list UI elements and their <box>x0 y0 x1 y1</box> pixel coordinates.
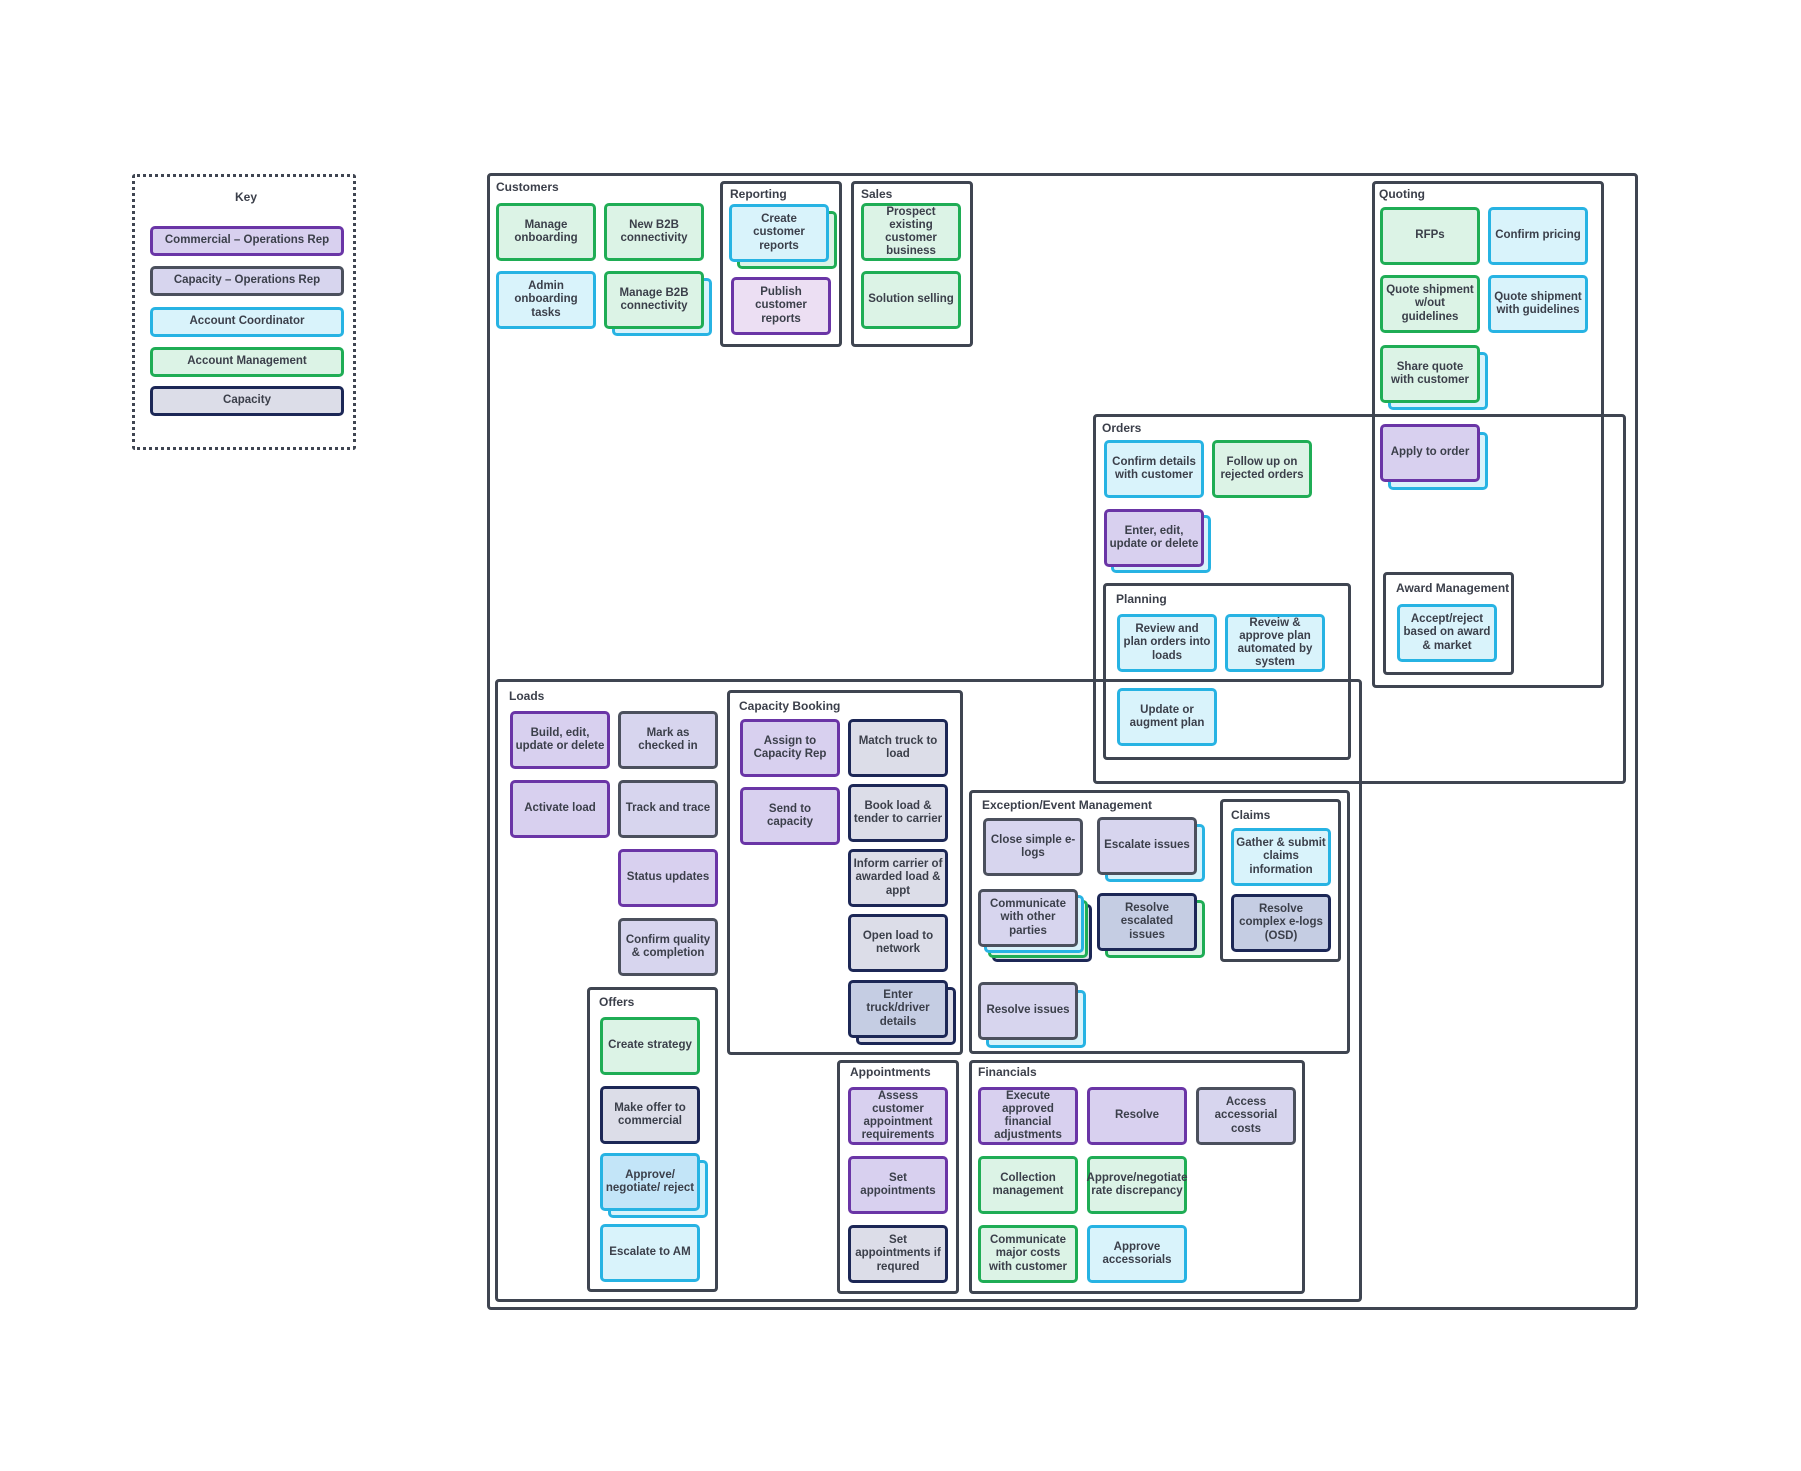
group-sales <box>851 181 973 347</box>
card-execute-financial[interactable]: Execute approved financial adjustments <box>978 1087 1078 1145</box>
card-assess-appt[interactable]: Assess customer appointment requirements <box>848 1087 948 1145</box>
card-access-costs[interactable]: Access accessorial costs <box>1196 1087 1296 1145</box>
group-offers <box>587 987 718 1292</box>
card-enter-edit[interactable]: Enter, edit, update or delete <box>1104 509 1204 567</box>
group-label-reporting: Reporting <box>730 187 787 201</box>
group-label-award: Award Management <box>1396 581 1510 595</box>
key-commercial-ops-rep: Commercial – Operations Rep <box>150 226 344 256</box>
card-communicate-parties[interactable]: Communicate with other parties <box>978 889 1078 947</box>
group-capacity-booking <box>727 690 963 1055</box>
card-update-plan[interactable]: Update or augment plan <box>1117 688 1217 746</box>
group-loads <box>495 679 1362 1302</box>
group-financials <box>969 1060 1305 1294</box>
card-confirm-quality[interactable]: Confirm quality & completion <box>618 918 718 976</box>
card-status-updates[interactable]: Status updates <box>618 849 718 907</box>
card-manage-b2b[interactable]: Manage B2B connectivity <box>604 271 704 329</box>
card-review-plan[interactable]: Review and plan orders into loads <box>1117 614 1217 672</box>
card-publish-reports[interactable]: Publish customer reports <box>731 277 831 335</box>
key-account-management: Account Management <box>150 347 344 377</box>
card-manage-onboarding[interactable]: Manage onboarding <box>496 203 596 261</box>
card-enter-truck[interactable]: Enter truck/driver details <box>848 980 948 1038</box>
card-gather-claims[interactable]: Gather & submit claims information <box>1231 828 1331 886</box>
group-label-orders: Orders <box>1102 421 1142 435</box>
card-accept-reject[interactable]: Accept/reject based on award & market <box>1397 604 1497 662</box>
card-resolve-escalated[interactable]: Resolve escalated issues <box>1097 893 1197 951</box>
card-solution-selling[interactable]: Solution selling <box>861 271 961 329</box>
group-quoting <box>1372 181 1604 688</box>
card-collection[interactable]: Collection management <box>978 1156 1078 1214</box>
group-label-appointments: Appointments <box>850 1065 931 1079</box>
card-resolve-issues[interactable]: Resolve issues <box>978 982 1078 1040</box>
card-approve-negotiate[interactable]: Approve/ negotiate/ reject <box>600 1153 700 1211</box>
group-label-planning: Planning <box>1116 592 1167 606</box>
card-track-trace[interactable]: Track and trace <box>618 780 718 838</box>
card-open-load[interactable]: Open load to network <box>848 914 948 972</box>
card-inform-carrier[interactable]: Inform carrier of awarded load & appt <box>848 849 948 907</box>
key-box <box>132 174 356 450</box>
card-reveiw-approve[interactable]: Reveiw & approve plan automated by syste… <box>1225 614 1325 672</box>
card-escalate-am[interactable]: Escalate to AM <box>600 1224 700 1282</box>
card-prospect[interactable]: Prospect existing customer business <box>861 203 961 261</box>
group-award-management <box>1383 572 1514 675</box>
card-make-offer[interactable]: Make offer to commercial <box>600 1086 700 1144</box>
key-title: Key <box>235 190 258 204</box>
group-label-financials: Financials <box>978 1065 1037 1079</box>
group-label-loads: Loads <box>509 689 545 703</box>
group-label-claims: Claims <box>1231 808 1271 822</box>
card-create-reports[interactable]: Create customer reports <box>729 204 829 262</box>
card-escalate-issues[interactable]: Escalate issues <box>1097 817 1197 875</box>
card-confirm-pricing[interactable]: Confirm pricing <box>1488 207 1588 265</box>
card-activate-load[interactable]: Activate load <box>510 780 610 838</box>
card-approve-accessorials[interactable]: Approve accessorials <box>1087 1225 1187 1283</box>
card-close-simple[interactable]: Close simple e-logs <box>983 818 1083 876</box>
group-customers-outer <box>487 173 1638 1310</box>
group-planning <box>1103 583 1351 760</box>
key-capacity: Capacity <box>150 386 344 416</box>
group-appointments <box>837 1060 959 1294</box>
card-send-capacity[interactable]: Send to capacity <box>740 787 840 845</box>
card-create-strategy[interactable]: Create strategy <box>600 1017 700 1075</box>
group-label-capacity-booking: Capacity Booking <box>739 699 841 713</box>
card-new-b2b[interactable]: New B2B connectivity <box>604 203 704 261</box>
card-book-load[interactable]: Book load & tender to carrier <box>848 784 948 842</box>
key-account-coordinator: Account Coordinator <box>150 307 344 337</box>
group-reporting <box>720 181 842 347</box>
card-match-truck[interactable]: Match truck to load <box>848 719 948 777</box>
card-quote-with-guidelines[interactable]: Quote shipment with guidelines <box>1488 275 1588 333</box>
group-label-exception: Exception/Event Management <box>982 798 1153 812</box>
group-label-offers: Offers <box>599 995 635 1009</box>
card-apply-order[interactable]: Apply to order <box>1380 424 1480 482</box>
group-label-sales: Sales <box>861 187 893 201</box>
card-follow-up[interactable]: Follow up on rejected orders <box>1212 440 1312 498</box>
card-set-appt-required[interactable]: Set appointments if requred <box>848 1225 948 1283</box>
group-exception <box>969 790 1350 1054</box>
card-quote-without-guidelines[interactable]: Quote shipment w/out guidelines <box>1380 275 1480 333</box>
card-mark-checked[interactable]: Mark as checked in <box>618 711 718 769</box>
group-label-customers: Customers <box>496 180 559 194</box>
group-claims <box>1220 799 1341 962</box>
card-set-appt[interactable]: Set appointments <box>848 1156 948 1214</box>
card-share-quote[interactable]: Share quote with customer <box>1380 345 1480 403</box>
card-resolve-complex[interactable]: Resolve complex e-logs (OSD) <box>1231 894 1331 952</box>
key-capacity-ops-rep: Capacity – Operations Rep <box>150 266 344 296</box>
group-label-quoting: Quoting <box>1379 187 1425 201</box>
card-communicate-costs[interactable]: Communicate major costs with customer <box>978 1225 1078 1283</box>
card-approve-rate[interactable]: Approve/negotiate rate discrepancy <box>1087 1156 1187 1214</box>
card-build-edit[interactable]: Build, edit, update or delete <box>510 711 610 769</box>
card-resolve[interactable]: Resolve <box>1087 1087 1187 1145</box>
card-assign-capacity[interactable]: Assign to Capacity Rep <box>740 719 840 777</box>
card-admin-onboarding[interactable]: Admin onboarding tasks <box>496 271 596 329</box>
card-rfps[interactable]: RFPs <box>1380 207 1480 265</box>
card-confirm-details[interactable]: Confirm details with customer <box>1104 440 1204 498</box>
